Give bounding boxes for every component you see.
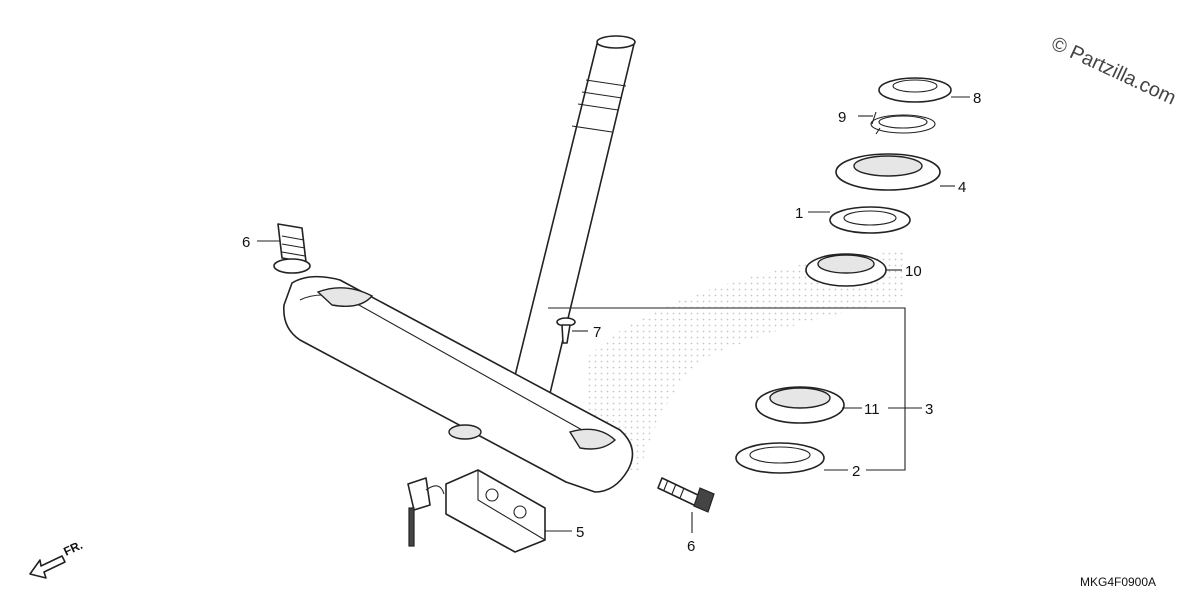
front-label: FR. (61, 538, 84, 559)
callout-1: 1 (795, 205, 803, 222)
key-switch-5 (407, 469, 546, 553)
callout-7: 7 (593, 324, 601, 341)
lower-dust-seal-2 (735, 442, 825, 474)
locknut-8 (878, 77, 952, 103)
callout-3: 3 (925, 401, 933, 418)
callout-10: 10 (905, 263, 922, 280)
watermark-text: © Partzilla.com (1048, 33, 1179, 110)
front-arrow-icon (29, 555, 66, 579)
callout-8: 8 (973, 90, 981, 107)
bolt-6-upper (273, 223, 311, 274)
callout-6-lower: 6 (687, 538, 695, 555)
lower-bearing-11 (755, 386, 845, 424)
front-direction-indicator: FR. (29, 538, 85, 579)
adjusting-nut-4 (835, 153, 941, 191)
dust-seal-1 (829, 206, 911, 234)
leader-lines (257, 96, 970, 533)
callout-2: 2 (852, 463, 860, 480)
callout-9: 9 (838, 109, 846, 126)
lock-washer-9 (870, 111, 936, 135)
diagram-code: MKG4F0900A (1080, 575, 1156, 589)
background-wing-logo (585, 250, 905, 470)
callout-6-upper: 6 (242, 234, 250, 251)
bolt-6-lower (657, 477, 715, 513)
callout-4: 4 (958, 179, 966, 196)
screw-7 (556, 317, 576, 344)
upper-bearing-10 (805, 253, 887, 287)
callout-5: 5 (576, 524, 584, 541)
callout-11: 11 (864, 401, 880, 418)
callout-labels: 1 2 3 4 5 6 6 7 8 9 10 11 (242, 90, 981, 555)
lower-triple-clamp (283, 275, 634, 493)
